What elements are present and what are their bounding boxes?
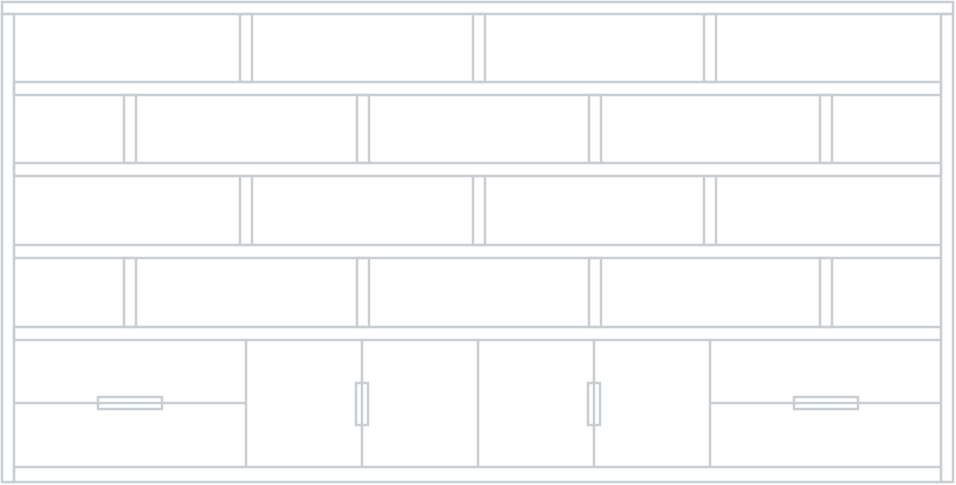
shelf [12,80,943,97]
shelf-dividers [122,12,834,329]
divider [702,12,718,84]
divider [238,12,254,84]
divider [587,256,603,329]
divider [818,256,834,329]
drawer-handle-left [96,395,164,411]
divider [471,12,487,84]
door-handle [354,381,370,427]
bottom-rail [12,465,943,484]
divider [355,93,371,165]
shelf [12,161,943,178]
left-post [0,12,16,484]
top-rail [0,0,955,16]
shelf [12,325,943,342]
divider [818,93,834,165]
drawer-handle-right [792,395,860,411]
right-post [939,12,955,484]
divider [122,256,138,329]
divider [587,93,603,165]
cabinet [14,340,941,467]
shelf [12,243,943,260]
divider [238,174,254,247]
divider [702,174,718,247]
door-handle [586,381,602,427]
divider [355,256,371,329]
divider [122,93,138,165]
shelves [12,80,943,342]
divider [471,174,487,247]
